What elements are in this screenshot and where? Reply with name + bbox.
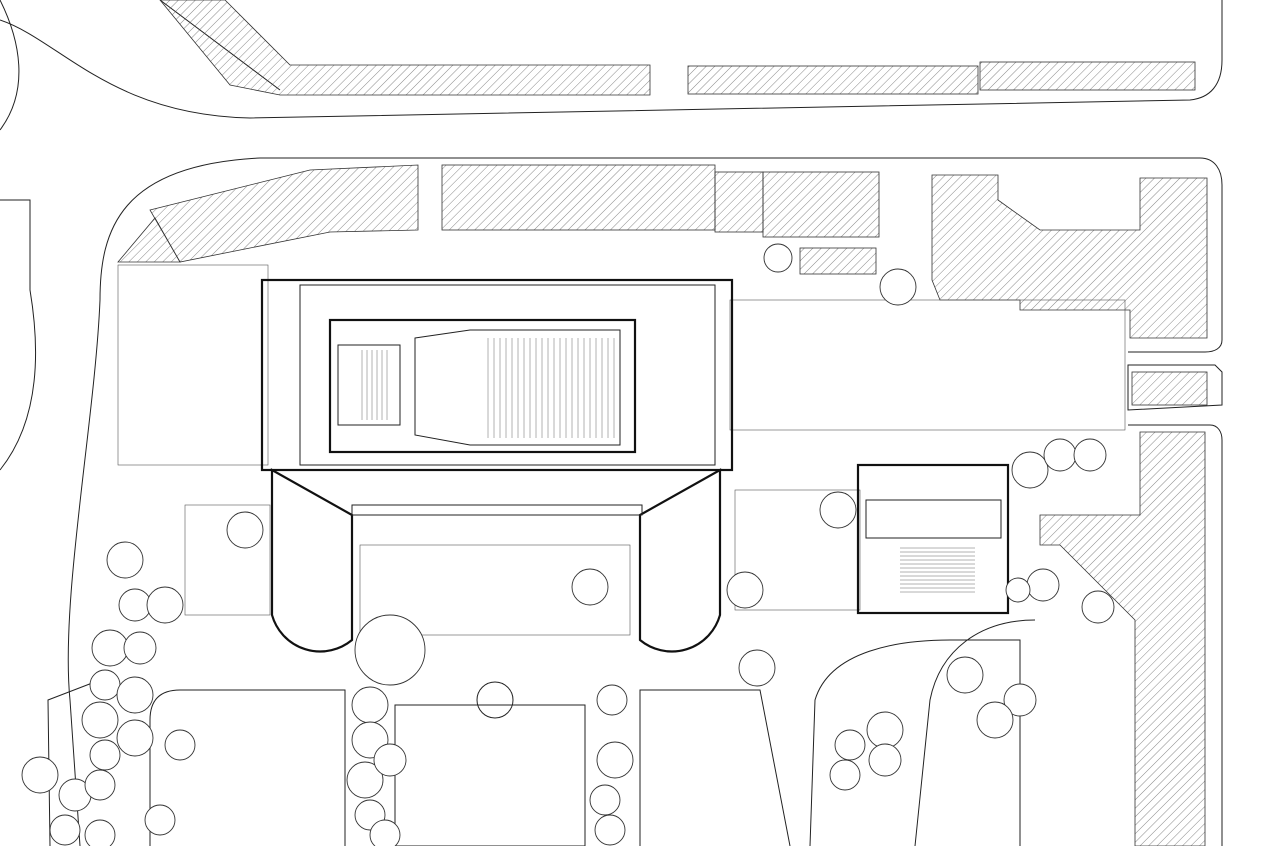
- tree-icon: [738, 649, 776, 687]
- tree-icon: [144, 804, 176, 836]
- auditorium-seating: [361, 338, 615, 438]
- tree-icon: [351, 686, 389, 724]
- tree-icon: [369, 819, 401, 846]
- tree-icon: [1073, 438, 1107, 472]
- tree-icon: [226, 511, 264, 549]
- tree-icon: [1003, 683, 1037, 717]
- tree-icon: [866, 711, 904, 749]
- lower-gardens: [149, 619, 1036, 846]
- tree-icon: [1043, 438, 1077, 472]
- tree-icon: [1005, 577, 1031, 603]
- tree-icon: [21, 756, 59, 794]
- building: [149, 164, 419, 263]
- tree-icon: [589, 784, 621, 816]
- tree-icon: [596, 741, 634, 779]
- tree-icon: [84, 769, 116, 801]
- tree-icon: [106, 541, 144, 579]
- tree-icon: [829, 759, 861, 791]
- building: [1039, 431, 1206, 846]
- building: [687, 65, 979, 95]
- main-theatre-building: [260, 278, 734, 653]
- building: [441, 164, 716, 231]
- annex-seating: [900, 547, 975, 593]
- neighboring-buildings: [117, 0, 1208, 846]
- tree-icon: [1011, 451, 1049, 489]
- building: [762, 171, 880, 238]
- tree-icon: [81, 701, 119, 739]
- tree-icon: [354, 614, 426, 686]
- tree-icon: [594, 814, 626, 846]
- plaza-grid: [117, 264, 1126, 616]
- tree-icon: [879, 268, 917, 306]
- tree-icon: [946, 656, 984, 694]
- tree-icon: [118, 588, 152, 622]
- building: [979, 61, 1196, 91]
- tree-icon: [763, 243, 793, 273]
- annex-building: [856, 463, 1010, 615]
- building: [159, 0, 651, 96]
- building: [117, 217, 181, 263]
- tree-icon: [834, 729, 866, 761]
- tree-icon: [123, 631, 157, 665]
- tree-icon: [89, 669, 121, 701]
- tree-icon: [868, 743, 902, 777]
- tree-icon: [1081, 590, 1115, 624]
- tree-icon: [91, 629, 129, 667]
- tree-icon: [373, 743, 407, 777]
- tree-icon: [571, 568, 609, 606]
- tree-icon: [84, 819, 116, 846]
- building: [931, 174, 1208, 339]
- tree-icon: [89, 739, 121, 771]
- tree-icon: [596, 684, 628, 716]
- tree-icon: [146, 586, 184, 624]
- tree-icon: [49, 814, 81, 846]
- tree-icon: [164, 729, 196, 761]
- tree-icon: [116, 719, 154, 757]
- tree-icon: [976, 701, 1014, 739]
- trees: [21, 243, 1115, 846]
- tree-icon: [116, 676, 154, 714]
- tree-icon: [726, 571, 764, 609]
- building: [714, 171, 764, 233]
- building: [799, 247, 877, 275]
- tree-icon: [346, 761, 384, 799]
- street-outlines: [0, 0, 1223, 846]
- building: [1131, 371, 1208, 406]
- tree-icon: [1026, 568, 1060, 602]
- tree-icon: [819, 491, 857, 529]
